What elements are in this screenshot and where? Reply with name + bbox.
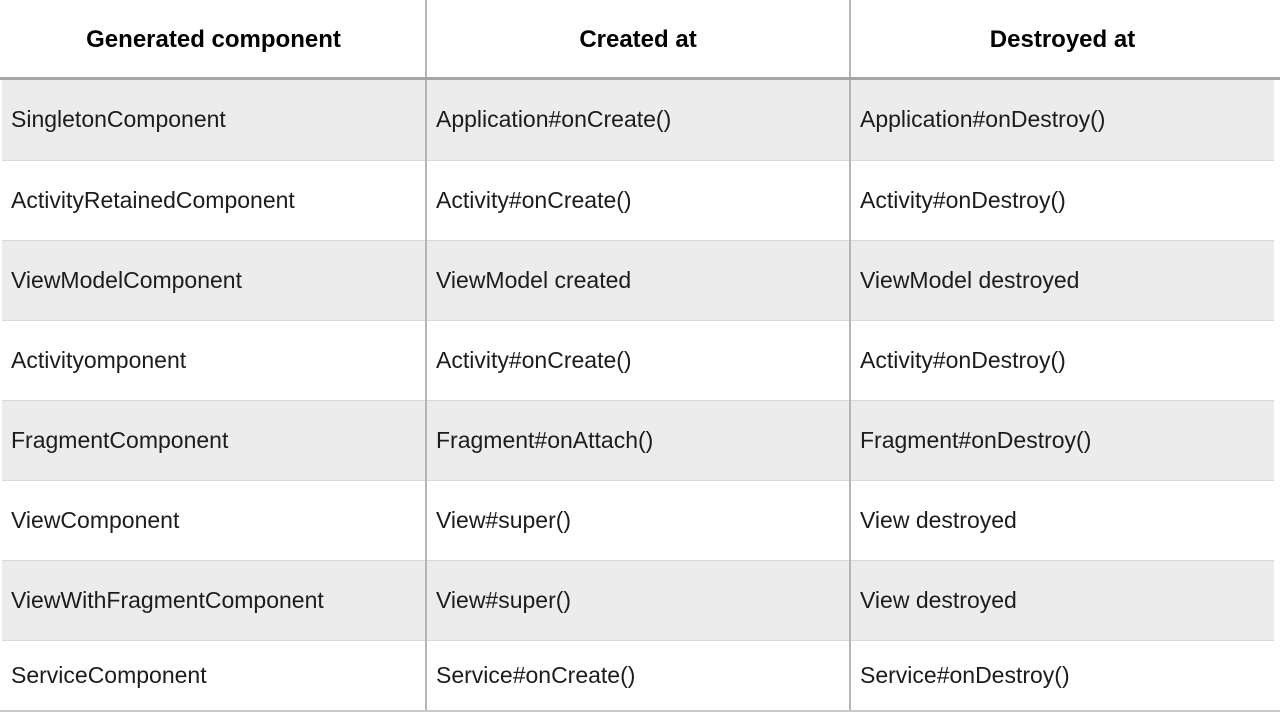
header-divider-rule — [0, 77, 1280, 80]
header-cell-created-at: Created at — [425, 0, 851, 80]
header-cell-destroyed-at: Destroyed at — [849, 0, 1275, 80]
table-cell: View destroyed — [849, 559, 1275, 640]
table-cell: Service#onCreate() — [425, 639, 851, 710]
table-cell: Application#onCreate() — [425, 80, 851, 160]
table-bottom-rule — [0, 710, 1280, 712]
table-cell: SingletonComponent — [1, 80, 427, 160]
table-cell: ServiceComponent — [1, 639, 427, 710]
table-cell: Activity#onCreate() — [425, 159, 851, 240]
table-header: Generated component Created at Destroyed… — [1, 0, 1275, 80]
header-cell-generated-component: Generated component — [1, 0, 427, 80]
table-cell: Activity#onDestroy() — [849, 319, 1275, 400]
table-cell: Service#onDestroy() — [849, 639, 1275, 710]
table-cell: ViewModelComponent — [1, 239, 427, 320]
table-header-row: Generated component Created at Destroyed… — [1, 0, 1275, 80]
table-cell: Activity#onCreate() — [425, 319, 851, 400]
table-cell: View#super() — [425, 479, 851, 560]
table-cell: ViewModel created — [425, 239, 851, 320]
table-cell: FragmentComponent — [1, 399, 427, 480]
table-cell: ViewComponent — [1, 479, 427, 560]
table-cell: View#super() — [425, 559, 851, 640]
table-cell: ViewWithFragmentComponent — [1, 559, 427, 640]
table-cell: Fragment#onAttach() — [425, 399, 851, 480]
table-cell: Activity#onDestroy() — [849, 159, 1275, 240]
table-cell: View destroyed — [849, 479, 1275, 560]
table-cell: ViewModel destroyed — [849, 239, 1275, 320]
table-cell: ActivityRetainedComponent — [1, 159, 427, 240]
table-cell: Fragment#onDestroy() — [849, 399, 1275, 480]
table-cell: Application#onDestroy() — [849, 80, 1275, 160]
table-cell: Activityomponent — [1, 319, 427, 400]
